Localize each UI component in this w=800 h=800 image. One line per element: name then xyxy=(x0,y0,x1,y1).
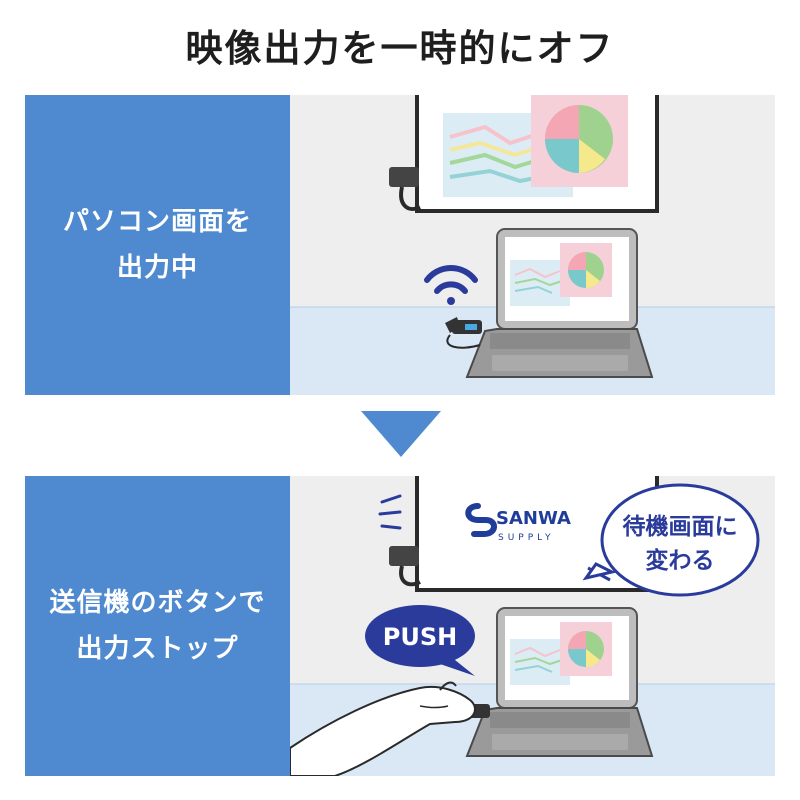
bubble-line1: 待機画面に xyxy=(623,513,738,540)
projector-screen xyxy=(415,95,659,213)
laptop xyxy=(465,607,654,757)
down-arrow xyxy=(361,411,441,457)
panel-label-line2: 出力ストップ xyxy=(76,634,239,664)
signal-lines xyxy=(378,494,402,530)
wifi-icon xyxy=(424,265,478,305)
push-label: PUSH xyxy=(383,623,457,651)
hand-pressing-transmitter xyxy=(289,681,490,776)
panel-stopped: 送信機のボタンで 出力ストップ SANWA SUPPLY xyxy=(25,476,775,776)
logo-top-text: SANWA xyxy=(496,508,571,529)
laptop xyxy=(465,228,654,378)
scene-outputting xyxy=(290,95,775,395)
panel-label-line1: 送信機のボタンで xyxy=(49,588,266,618)
scene-stopped: SANWA SUPPLY 待機画面に 変わる xyxy=(289,476,775,776)
panel-label: パソコン画面を 出力中 xyxy=(25,95,290,395)
panel-outputting: パソコン画面を 出力中 xyxy=(25,95,775,395)
sanwa-logo: SANWA SUPPLY xyxy=(465,503,571,543)
speech-bubble: 待機画面に 変わる xyxy=(582,483,760,597)
logo-bottom-text: SUPPLY xyxy=(498,533,554,543)
bubble-line2: 変わる xyxy=(646,547,715,574)
panel-label-line2: 出力中 xyxy=(116,253,198,283)
page-title: 映像出力を一時的にオフ xyxy=(185,26,615,70)
panel-label: 送信機のボタンで 出力ストップ xyxy=(25,476,290,776)
push-bubble: PUSH xyxy=(365,605,475,676)
panel-label-line1: パソコン画面を xyxy=(62,207,252,237)
